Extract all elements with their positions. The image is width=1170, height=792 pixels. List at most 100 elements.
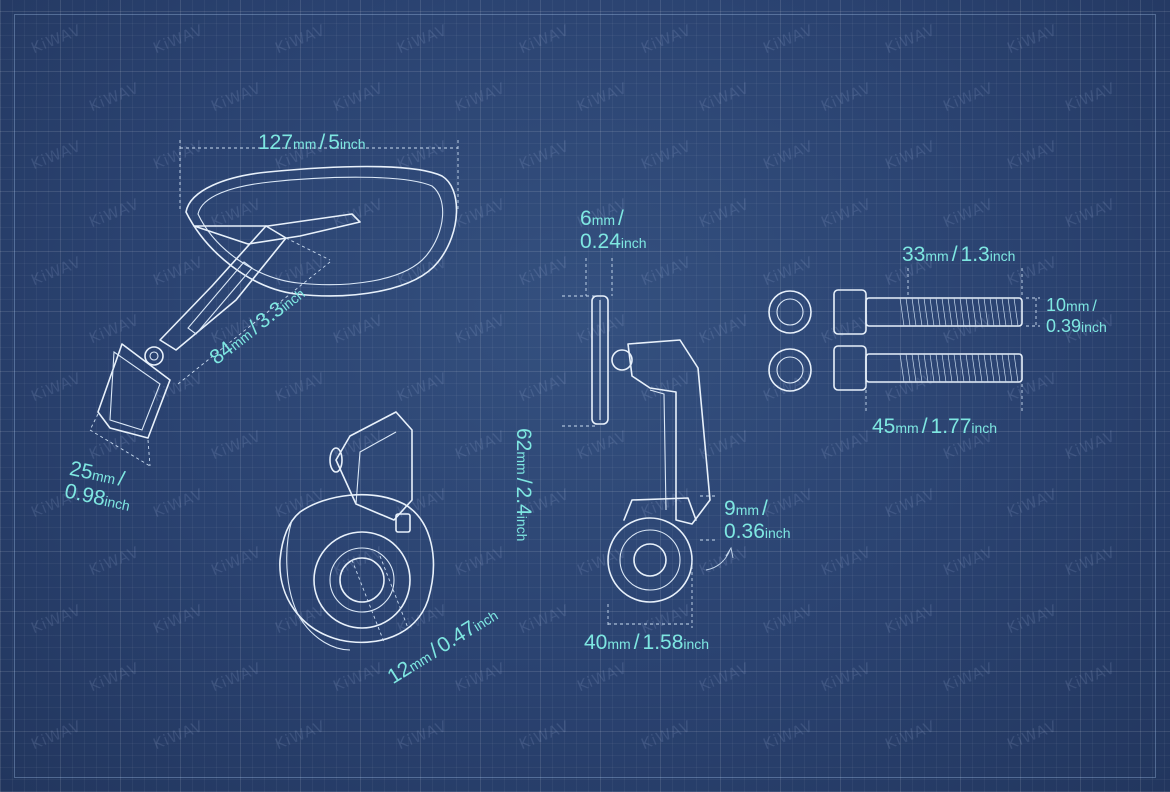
thread-line	[1013, 297, 1019, 327]
thread-line	[1001, 353, 1007, 383]
side-mirror-glass	[591, 295, 609, 425]
clamp-detail-view	[279, 411, 435, 651]
bolt-short-head	[833, 289, 867, 335]
bolt-short-shank	[865, 297, 1023, 327]
value: 0.24	[580, 230, 621, 253]
washer-top-hole	[776, 298, 804, 326]
clamp-set-screw	[395, 513, 411, 533]
value: 1.58	[642, 631, 684, 654]
thread-line	[911, 297, 917, 327]
side-clamp-outer	[607, 517, 693, 603]
unit: mm	[293, 136, 317, 152]
thread-line	[905, 297, 911, 327]
thread-line	[989, 353, 995, 383]
thread-line	[947, 353, 953, 383]
unit: mm	[895, 420, 919, 436]
thread-line	[989, 297, 995, 327]
side-view	[562, 258, 734, 628]
value: 40	[584, 631, 608, 654]
label-bolt-dia-10: 10mm/ 0.39inch	[1046, 295, 1107, 336]
thread-line	[953, 353, 959, 383]
label-width-127: 127mm/5inch	[258, 131, 366, 154]
value: 6	[580, 207, 592, 230]
label-bolt-33: 33mm/1.3inch	[902, 243, 1016, 266]
offset-dim-arrow	[705, 549, 731, 571]
thread-line	[995, 353, 1001, 383]
thread-line	[983, 297, 989, 327]
base-dim-ext-right	[147, 439, 151, 467]
clamp-body	[279, 493, 435, 644]
unit: mm	[90, 466, 117, 488]
thread-line	[965, 297, 971, 327]
clamp-bore	[339, 557, 385, 603]
offset-dim-arrowhead	[725, 546, 734, 559]
thread-line	[953, 297, 959, 327]
thread-line	[947, 297, 953, 327]
thread-line	[971, 353, 977, 383]
thread-line	[977, 353, 983, 383]
washer-bottom-hole	[776, 356, 804, 384]
bolt-long-threads	[899, 353, 1019, 383]
thread-line	[917, 297, 923, 327]
unit: inch	[339, 136, 366, 152]
thread-line	[983, 353, 989, 383]
label-diam-40: 40mm/1.58inch	[584, 631, 710, 654]
thread-line	[1001, 297, 1007, 327]
label-thick-6: 6mm/ 0.24inch	[580, 207, 647, 253]
value: 1.77	[930, 415, 972, 438]
unit: mm	[735, 502, 760, 518]
thread-line	[965, 353, 971, 383]
hardware-view	[768, 268, 1040, 412]
value: 33	[902, 243, 926, 266]
value: 1.3	[960, 243, 990, 266]
unit: inch	[683, 636, 710, 652]
mirror-head-inner	[197, 176, 444, 286]
bore-dim-ext-a	[351, 559, 385, 643]
thread-line	[995, 297, 1001, 327]
unit: inch	[971, 420, 998, 436]
side-arm	[627, 339, 711, 525]
mirror-clamp-face	[109, 350, 161, 431]
thread-line	[1013, 353, 1019, 383]
side-clamp-mid	[619, 529, 681, 591]
mirror-clamp-block	[97, 343, 171, 439]
unit: inch	[1081, 319, 1107, 335]
label-bolt-45: 45mm/1.77inch	[872, 415, 998, 438]
side-ball-joint	[611, 349, 633, 371]
unit: inch	[989, 248, 1016, 264]
thread-line	[1007, 353, 1013, 383]
clamp-arm-edge	[355, 431, 397, 505]
thread-line	[899, 297, 905, 327]
thread-line	[935, 297, 941, 327]
mirror-pivot-bolt	[144, 346, 164, 366]
blueprint-frame	[14, 14, 1156, 778]
base-dim-ext-left	[89, 413, 99, 431]
side-arm-inner	[649, 389, 667, 511]
mirror-pivot-bolt-inner	[149, 351, 159, 361]
bore-dim-ext-b	[379, 555, 409, 629]
clamp-arm-stub	[335, 411, 413, 521]
thread-line	[905, 353, 911, 383]
value: 0.39	[1046, 316, 1082, 336]
mirror-arm-slot	[187, 261, 253, 335]
thread-line	[911, 353, 917, 383]
unit: inch	[514, 515, 530, 542]
thread-line	[923, 353, 929, 383]
value: 45	[872, 415, 896, 438]
thread-line	[899, 353, 905, 383]
unit: inch	[764, 525, 791, 541]
value: 0.36	[724, 520, 765, 543]
value: 10	[1046, 295, 1067, 315]
value: 2.4	[512, 486, 535, 516]
bolt-long-head	[833, 345, 867, 391]
unit: inch	[620, 235, 647, 251]
clamp-arm-pin	[329, 447, 343, 473]
clamp-body-rim	[286, 519, 351, 651]
thread-line	[941, 297, 947, 327]
mirror-head-outline	[185, 165, 458, 297]
unit: mm	[514, 451, 530, 475]
thread-line	[977, 297, 983, 327]
thread-line	[959, 297, 965, 327]
side-clamp-top	[623, 497, 697, 521]
